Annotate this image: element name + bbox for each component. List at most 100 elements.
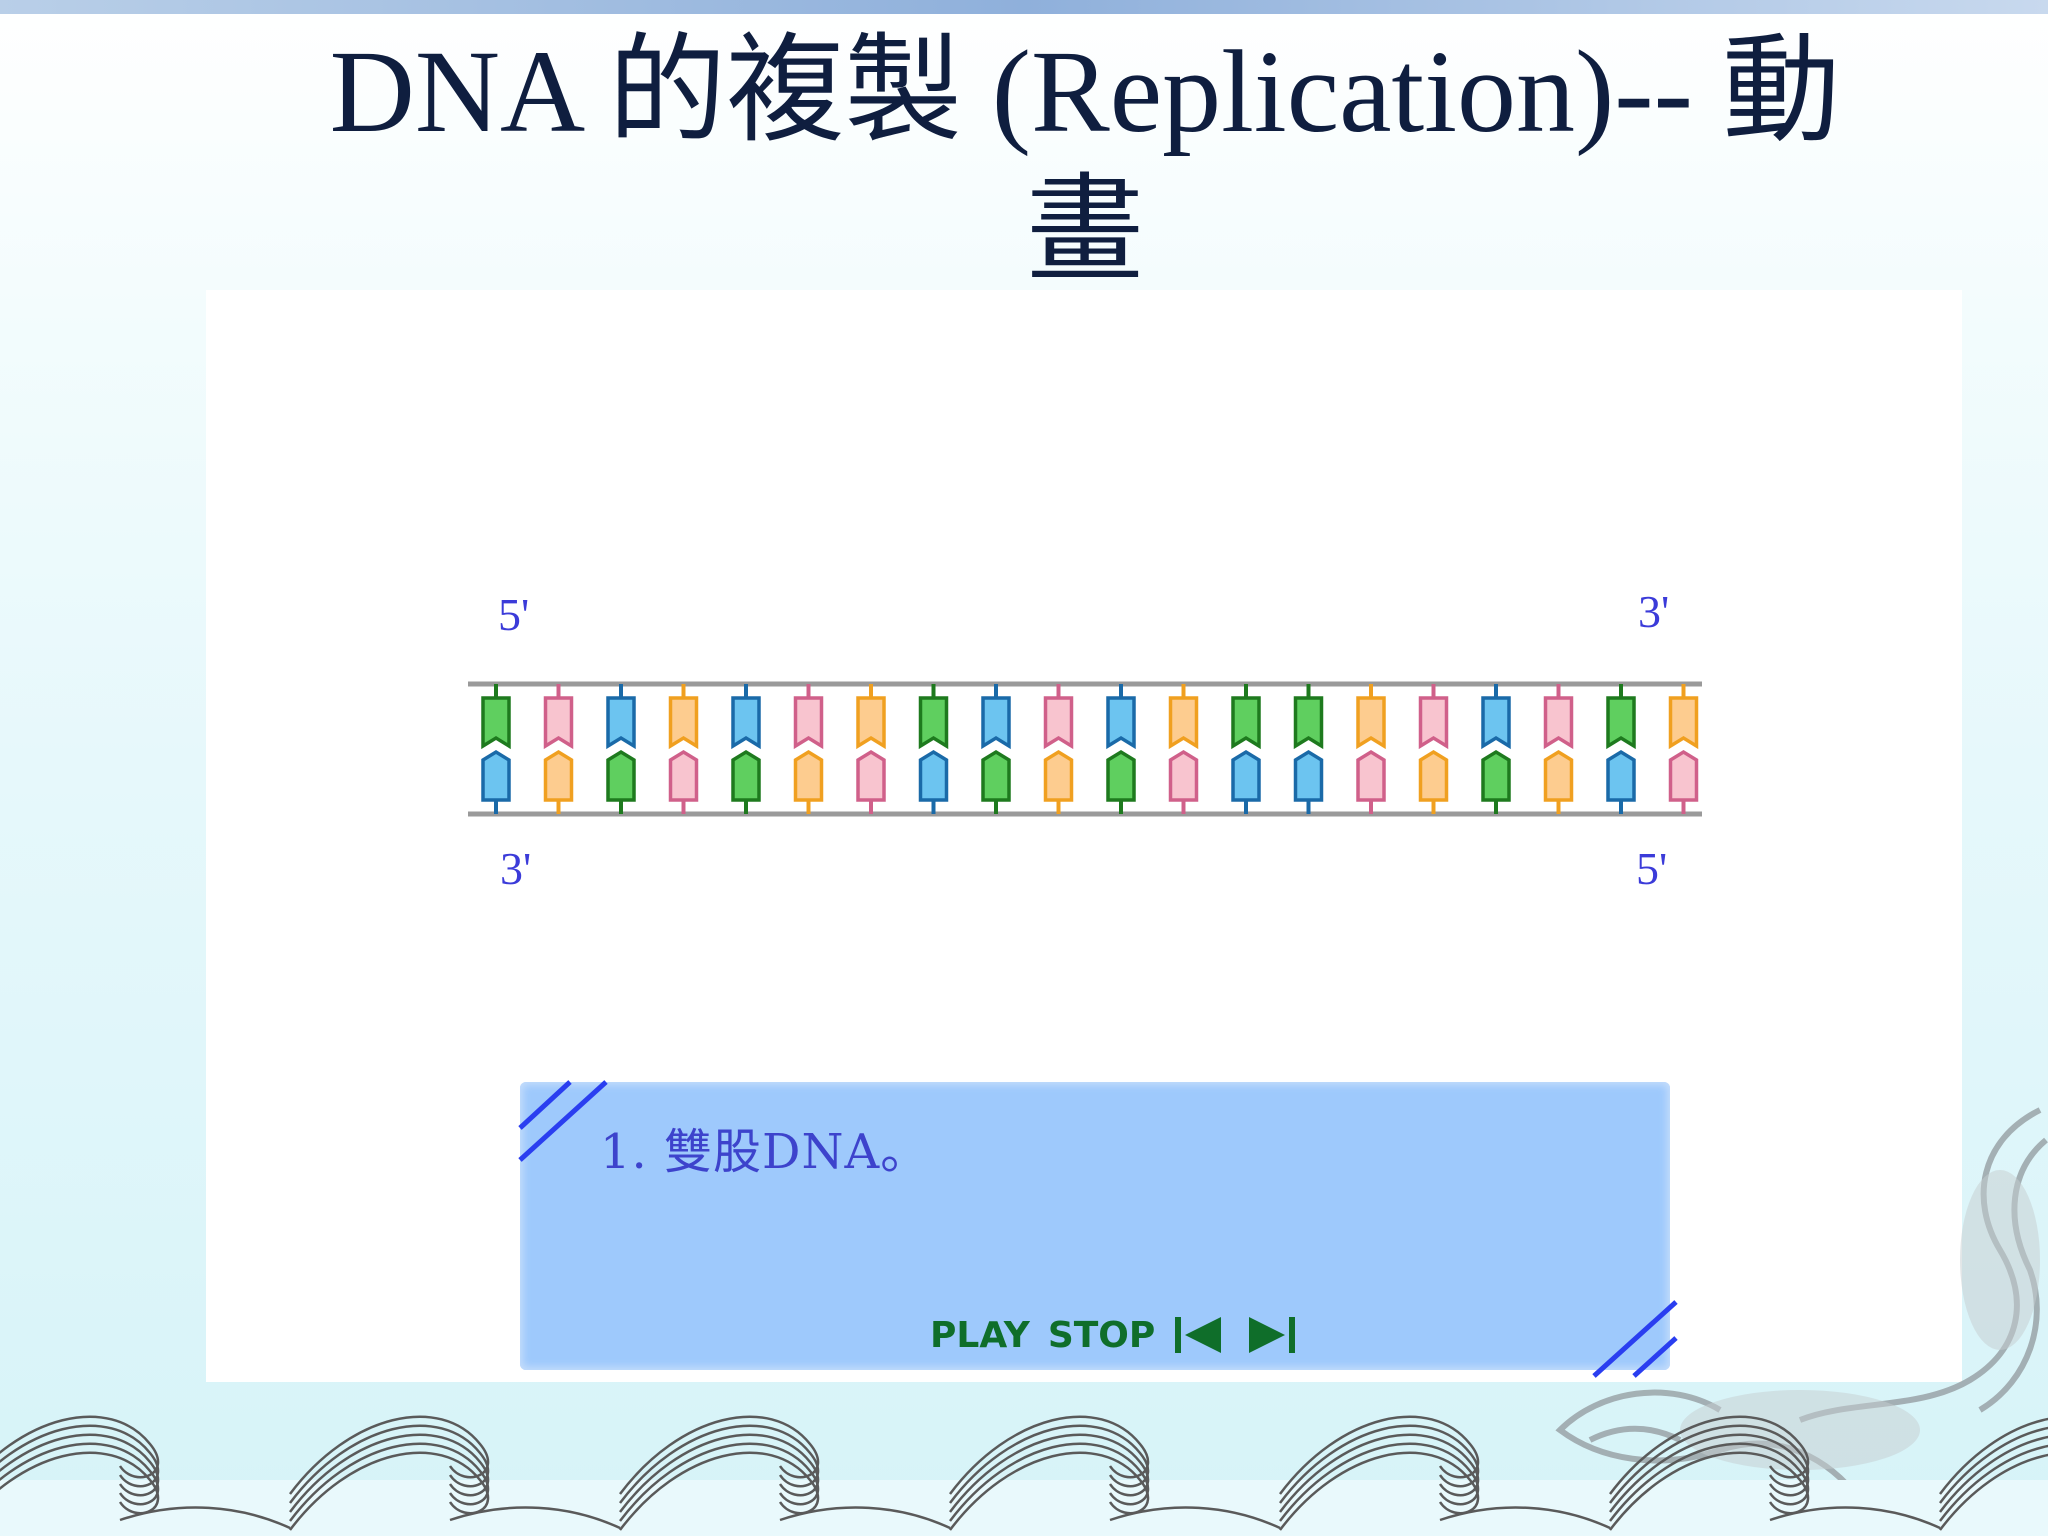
- wave-curl: [949, 1442, 1150, 1522]
- top-base: [793, 696, 824, 750]
- wave-curl: [1939, 1435, 2048, 1513]
- wave-curl: [1609, 1415, 1810, 1495]
- wave-curl: [1939, 1453, 2048, 1531]
- base-pair: [1481, 684, 1511, 814]
- bottom-base: [1293, 749, 1324, 802]
- bottom-base: [1418, 749, 1449, 802]
- wave-line: [1769, 1506, 1941, 1530]
- wave-curl: [1939, 1426, 2048, 1504]
- top-base: [1043, 696, 1074, 750]
- top-base: [481, 696, 511, 750]
- base-pair: [481, 684, 511, 814]
- bottom-base: [981, 749, 1011, 802]
- top-base: [731, 696, 761, 750]
- wave-line: [1109, 1506, 1281, 1530]
- top-base: [1543, 696, 1574, 750]
- base-pair: [1106, 684, 1136, 814]
- wave-curl: [289, 1424, 490, 1504]
- label-3prime-bottom-left: 3': [500, 843, 532, 894]
- top-base: [1481, 696, 1511, 750]
- base-pair: [543, 684, 574, 814]
- wave-line: [449, 1506, 621, 1530]
- top-base: [1418, 696, 1449, 750]
- bottom-base: [1543, 749, 1574, 802]
- bottom-base: [856, 749, 886, 802]
- slide-title: DNA 的複製 (Replication)-- 動畫: [140, 22, 2030, 302]
- bottom-base: [1106, 749, 1136, 802]
- top-base: [1606, 696, 1636, 750]
- base-pair: [668, 684, 699, 814]
- corner-decoration-top-left-icon: [518, 1080, 608, 1162]
- wave-curl: [1609, 1442, 1810, 1522]
- label-5prime-bottom-right: 5': [1636, 843, 1668, 894]
- top-base: [1356, 696, 1386, 750]
- caption-box: 1. 雙股DNA。 PLAY STOP: [518, 1080, 1678, 1378]
- bottom-base: [918, 749, 949, 802]
- wave-curl: [1279, 1415, 1480, 1495]
- bottom-base: [668, 749, 699, 802]
- wave-curl: [619, 1442, 820, 1522]
- wave-curl: [1279, 1442, 1480, 1522]
- top-base: [668, 696, 699, 750]
- base-pair: [1543, 684, 1574, 814]
- dna-double-strand: [468, 681, 1702, 817]
- bottom-base: [1043, 749, 1074, 802]
- wave-curl: [949, 1433, 1150, 1513]
- bottom-base: [1356, 749, 1386, 802]
- wave-curl: [1939, 1417, 2048, 1495]
- wave-curl: [619, 1415, 820, 1495]
- base-pairs: [481, 684, 1699, 814]
- base-pair: [981, 684, 1011, 814]
- corner-decoration-bottom-right-icon: [1592, 1300, 1678, 1378]
- base-pair: [793, 684, 824, 814]
- next-step-icon[interactable]: [1247, 1315, 1297, 1355]
- wave-curl: [1279, 1433, 1480, 1513]
- wave-border-decoration-icon: [0, 1415, 2048, 1536]
- wave-curl: [1609, 1433, 1810, 1513]
- wave-curl: [289, 1415, 490, 1495]
- top-base: [1168, 696, 1199, 750]
- base-pair: [918, 684, 949, 814]
- title-line-1: DNA 的複製 (Replication)-- 動: [329, 26, 1841, 157]
- base-pair: [1293, 684, 1324, 814]
- bottom-base: [793, 749, 824, 802]
- bottom-base: [1481, 749, 1511, 802]
- base-pair: [1043, 684, 1074, 814]
- base-pair: [1356, 684, 1386, 814]
- play-button[interactable]: PLAY: [930, 1314, 1030, 1356]
- playback-controls: PLAY STOP: [930, 1310, 1321, 1360]
- wave-curl: [949, 1424, 1150, 1504]
- top-base: [606, 696, 636, 750]
- bottom-base: [543, 749, 574, 802]
- wave-curl: [0, 1415, 160, 1479]
- wave-line: [779, 1506, 951, 1530]
- dragon-decoration-icon: [1555, 1107, 2048, 1502]
- top-base: [543, 696, 574, 750]
- stop-button[interactable]: STOP: [1047, 1314, 1156, 1356]
- wave-curl: [0, 1442, 160, 1506]
- base-pair: [1418, 684, 1449, 814]
- top-base: [856, 696, 886, 750]
- wave-curl: [619, 1424, 820, 1504]
- wave-curl: [1279, 1424, 1480, 1504]
- top-base: [1106, 696, 1136, 750]
- bottom-base: [1231, 749, 1261, 802]
- base-pair: [1606, 684, 1636, 814]
- slide-top-band: [0, 0, 2048, 14]
- base-pair: [856, 684, 886, 814]
- base-pair: [1668, 684, 1699, 814]
- top-base: [1293, 696, 1324, 750]
- bottom-base: [1168, 749, 1199, 802]
- caption-text: 1. 雙股DNA。: [600, 1124, 930, 1180]
- wave-line: [1439, 1506, 1611, 1530]
- base-pair: [1231, 684, 1261, 814]
- wave-curl: [289, 1433, 490, 1513]
- bottom-base: [1668, 749, 1699, 802]
- wave-curl: [0, 1433, 160, 1497]
- wave-curl: [1939, 1444, 2048, 1522]
- previous-step-icon[interactable]: [1173, 1315, 1223, 1355]
- top-base: [1231, 696, 1261, 750]
- animation-panel: 5' 3' 3' 5' 1. 雙股DNA。 PLAY STOP: [206, 290, 1962, 1382]
- top-base: [918, 696, 949, 750]
- base-pair: [1168, 684, 1199, 814]
